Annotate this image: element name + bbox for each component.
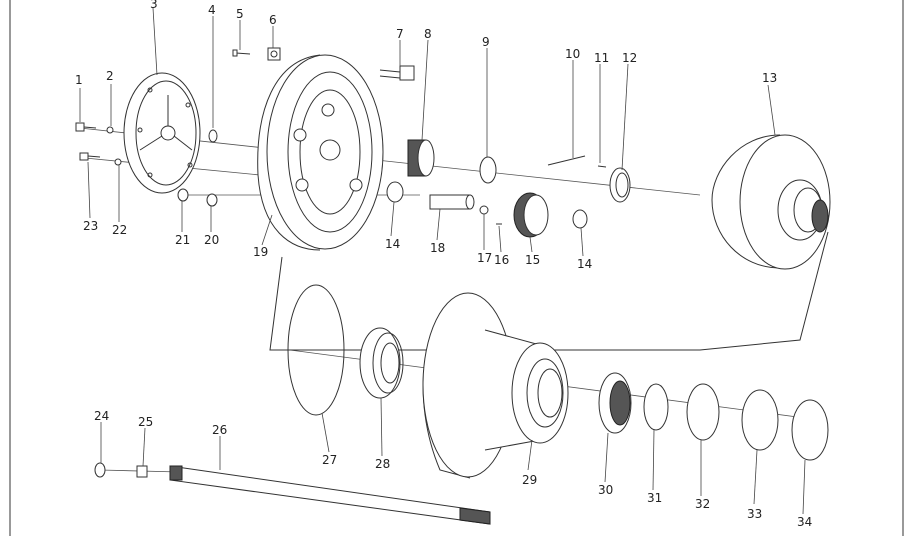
part-10-shaft-mark: [547, 155, 586, 166]
part-15-planet-gear: [513, 192, 549, 238]
label-26: 26: [212, 423, 227, 437]
label-5: 5: [236, 7, 244, 21]
part-23-bolt: [79, 152, 101, 161]
label-16: 16: [494, 253, 509, 267]
label-10: 10: [565, 47, 580, 61]
label-12: 12: [622, 51, 637, 65]
part-29-wheel-hub: [422, 292, 569, 479]
part-8-sun-gear: [407, 139, 435, 177]
label-32: 32: [695, 497, 710, 511]
part-14-washer-left: [386, 181, 404, 203]
part-14-washer-right: [572, 209, 588, 229]
label-25: 25: [138, 415, 153, 429]
label-13: 13: [762, 71, 777, 85]
part-13-brake-drum: [711, 134, 831, 270]
part-33-seal: [741, 389, 779, 451]
label-1: 1: [75, 73, 83, 87]
label-3: 3: [150, 0, 158, 11]
part-11-screw: [597, 165, 607, 168]
label-11: 11: [594, 51, 609, 65]
part-1-bolt: [75, 122, 97, 132]
part-32-race: [686, 383, 720, 441]
part-2-washer: [106, 126, 114, 134]
label-20: 20: [204, 233, 219, 247]
label-21: 21: [175, 233, 190, 247]
part-4-ring: [208, 129, 218, 143]
label-14-right: 14: [577, 257, 592, 271]
part-25-spacer: [136, 465, 148, 478]
part-9-ring: [479, 156, 497, 184]
label-33: 33: [747, 507, 762, 521]
part-27-gasket: [287, 284, 345, 416]
label-34: 34: [797, 515, 812, 529]
label-8: 8: [424, 27, 432, 41]
part-18-pin: [429, 194, 475, 210]
part-17-washer: [479, 205, 489, 215]
label-7: 7: [396, 27, 404, 41]
label-28: 28: [375, 457, 390, 471]
label-6: 6: [269, 13, 277, 27]
label-19: 19: [253, 245, 268, 259]
part-6-nut: [267, 47, 281, 61]
part-34-seal: [791, 399, 829, 461]
part-20-washer: [206, 193, 218, 207]
label-18: 18: [430, 241, 445, 255]
label-15: 15: [525, 253, 540, 267]
label-17: 17: [477, 251, 492, 265]
part-28-bearing: [359, 327, 404, 399]
label-22: 22: [112, 223, 127, 237]
label-14-left: 14: [385, 237, 400, 251]
part-5-bolt: [232, 49, 251, 57]
part-19-carrier-housing: [257, 54, 384, 251]
label-4: 4: [208, 3, 216, 17]
part-labels: 1 2 3 4 5 6 7 8 9 10 11 12 13 14 14 15 1…: [75, 0, 812, 529]
label-23: 23: [83, 219, 98, 233]
label-31: 31: [647, 491, 662, 505]
label-29: 29: [522, 473, 537, 487]
label-2: 2: [106, 69, 114, 83]
part-21-bushing: [177, 188, 189, 202]
label-27: 27: [322, 453, 337, 467]
part-22-washer: [114, 158, 122, 166]
part-26-axle-shaft: [169, 465, 491, 525]
label-9: 9: [482, 35, 490, 49]
assembly-bracket-outline: [269, 231, 829, 351]
leader-lines: [79, 7, 806, 515]
part-31-ring: [643, 383, 669, 431]
part-3-cover-plate: [123, 72, 201, 194]
part-7-bolt: [379, 65, 415, 81]
part-12-lock-nut: [609, 167, 631, 203]
label-24: 24: [94, 409, 109, 423]
part-24-snap-ring: [94, 462, 106, 478]
label-30: 30: [598, 483, 613, 497]
part-30-bearing: [598, 372, 632, 434]
